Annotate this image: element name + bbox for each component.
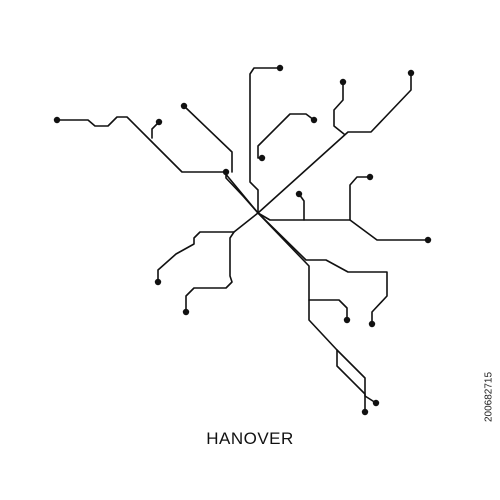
terminus-dot — [155, 118, 163, 126]
terminus-dot — [310, 116, 318, 124]
stock-id-label: 200682715 — [480, 300, 498, 495]
metro-line-east — [257, 212, 429, 241]
metro-line-west — [56, 116, 259, 214]
metro-spur-south — [336, 349, 377, 404]
metro-line-south — [257, 212, 348, 321]
metro-spur-northwest — [151, 121, 160, 139]
terminus-dot — [276, 64, 284, 72]
terminus-dot — [372, 399, 380, 407]
terminus-dot — [407, 69, 415, 77]
terminus-dot — [424, 236, 432, 244]
terminus-dot — [154, 278, 162, 286]
terminus-dot — [222, 168, 230, 176]
metro-line-south-long — [308, 299, 366, 413]
terminus-dot — [180, 102, 188, 110]
metro-line-northeast — [257, 72, 412, 214]
terminus-dot — [368, 320, 376, 328]
metro-line-northwest — [183, 105, 233, 173]
metro-spur-east-short — [298, 193, 305, 221]
terminus-dot — [366, 173, 374, 181]
metro-spur-southwest — [185, 231, 235, 313]
metro-line-southwest — [157, 212, 259, 283]
terminus-stations — [53, 64, 432, 416]
terminus-dot — [343, 316, 351, 324]
metro-spur-northeast — [333, 81, 345, 135]
city-title: HANOVER — [206, 429, 294, 448]
terminus-dot — [339, 78, 347, 86]
terminus-dot — [258, 154, 266, 162]
terminus-dot — [361, 408, 369, 416]
terminus-dot — [295, 190, 303, 198]
metro-line-nne — [257, 113, 315, 159]
metro-line-north — [249, 67, 281, 214]
stock-id-text: 200682715 — [483, 371, 495, 423]
metro-line-southeast — [257, 212, 388, 325]
terminus-dot — [182, 308, 190, 316]
terminus-dot — [53, 116, 61, 124]
metro-spur-east — [349, 176, 371, 221]
